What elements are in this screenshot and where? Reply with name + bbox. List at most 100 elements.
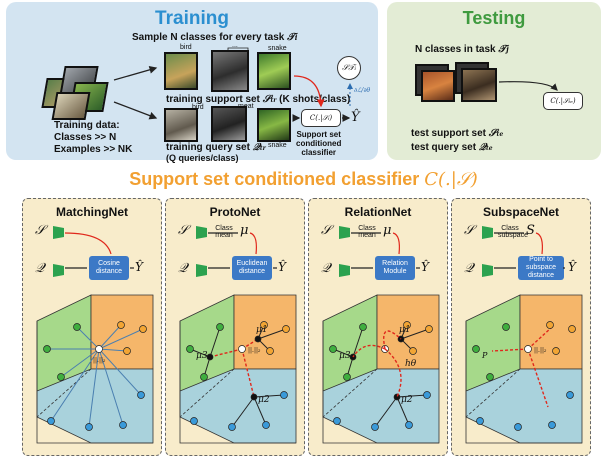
classifier-section-title: Support set conditioned classifier C(.|𝒮… bbox=[129, 169, 478, 190]
blue-point bbox=[371, 423, 379, 431]
points bbox=[472, 321, 576, 431]
aggregation-label: Class mean bbox=[358, 225, 376, 239]
green-point bbox=[359, 323, 367, 331]
flow-arrows bbox=[494, 232, 565, 269]
points bbox=[186, 321, 290, 431]
method-title: RelationNet bbox=[344, 205, 412, 219]
orange-point bbox=[260, 321, 268, 329]
sample-classes-text: Sample N classes for every task 𝒯i bbox=[132, 32, 298, 43]
method-title: SubspaceNet bbox=[482, 205, 560, 219]
encoder-support bbox=[339, 226, 350, 239]
prototype-member-line bbox=[209, 326, 221, 358]
support-image-bird bbox=[164, 52, 198, 90]
orange-point bbox=[117, 321, 125, 329]
query-image-monkey bbox=[211, 106, 247, 142]
query-to-support-line bbox=[98, 348, 142, 396]
embedding-cube bbox=[179, 294, 297, 444]
flow-arrows bbox=[208, 232, 277, 269]
support-symbol: 𝒮 bbox=[464, 223, 475, 238]
prototype-member-line bbox=[396, 396, 410, 426]
relation-curve bbox=[352, 344, 386, 358]
prototype-member-line bbox=[396, 394, 428, 398]
support-bracket bbox=[227, 47, 249, 50]
blue-point bbox=[85, 423, 93, 431]
prototype-symbol: μ bbox=[240, 223, 249, 238]
prototype-to-op-arrow bbox=[535, 232, 543, 255]
green-point bbox=[329, 345, 337, 353]
prototype-to-op-arrow bbox=[249, 232, 257, 255]
orange-point bbox=[403, 321, 411, 329]
prototype-member-line bbox=[257, 328, 287, 340]
support-to-op-arrow bbox=[64, 232, 112, 255]
query-to-support-line bbox=[98, 348, 128, 352]
orange-point bbox=[425, 325, 433, 333]
arrow-lines bbox=[189, 324, 287, 428]
query-set-label: training query set 𝒬tr bbox=[166, 142, 266, 153]
query-symbol: 𝒬 bbox=[321, 261, 331, 276]
encoder-support bbox=[196, 226, 207, 239]
green-point bbox=[502, 323, 510, 331]
test-image-front-2 bbox=[461, 68, 497, 102]
green-point bbox=[186, 345, 194, 353]
norm-label: ||.||₂ bbox=[248, 347, 261, 354]
arrow-lines bbox=[47, 324, 144, 428]
green-point bbox=[73, 323, 81, 331]
blue-point bbox=[47, 417, 55, 425]
classes-label: Classes >> N bbox=[54, 132, 117, 143]
operation-box: Euclidean distance bbox=[232, 256, 272, 280]
prototype-member-line bbox=[352, 326, 364, 358]
h-theta-label: hθ bbox=[405, 359, 417, 369]
distance-line bbox=[209, 348, 243, 358]
query-to-support-line bbox=[98, 328, 144, 350]
arrow-test-to-classifier bbox=[498, 81, 558, 91]
blue-point bbox=[476, 417, 484, 425]
aggregation-label: Class subspace bbox=[498, 225, 528, 239]
mu1-label: μ1 bbox=[399, 325, 411, 335]
cube-edge bbox=[179, 368, 235, 418]
cube-edge bbox=[322, 321, 439, 444]
prototype-member-line bbox=[253, 394, 285, 398]
img-label-bird: bird bbox=[180, 44, 192, 51]
classifier-caption: Support set conditioned classifier bbox=[296, 130, 342, 157]
mu3-label: μ3 bbox=[196, 351, 208, 361]
mu2-label: μ2 bbox=[401, 395, 413, 405]
blue-point bbox=[190, 417, 198, 425]
points bbox=[43, 321, 147, 431]
testing-arrows bbox=[498, 81, 558, 91]
relation-curve bbox=[384, 348, 402, 398]
query-point bbox=[238, 345, 246, 353]
encoder-query bbox=[339, 264, 350, 277]
training-output-symbol: Ŷ bbox=[351, 110, 360, 125]
relation-curve bbox=[383, 330, 402, 350]
prototype-member-line bbox=[253, 396, 267, 426]
projection-line bbox=[527, 326, 553, 350]
testing-title: Testing bbox=[462, 8, 526, 28]
output-symbol: Ŷ bbox=[135, 260, 143, 274]
support-symbol: 𝒮 bbox=[35, 223, 46, 238]
blue-point bbox=[137, 391, 145, 399]
query-to-support-line bbox=[98, 324, 122, 350]
embedding-cube bbox=[36, 294, 154, 444]
prototype-member-line bbox=[400, 328, 430, 340]
query-point bbox=[524, 345, 532, 353]
projection-line bbox=[527, 348, 549, 408]
mu3-label: μ3 bbox=[339, 351, 351, 361]
img-label-snake: snake bbox=[268, 45, 287, 52]
aggregation-label: Class mean bbox=[215, 225, 233, 239]
flow-arrows bbox=[64, 232, 134, 269]
arrow-to-query bbox=[113, 101, 158, 120]
query-point bbox=[95, 345, 103, 353]
subspace-p-label: P bbox=[482, 351, 488, 360]
green-point bbox=[57, 373, 65, 381]
orange-point bbox=[568, 325, 576, 333]
method-title: ProtoNet bbox=[209, 205, 261, 219]
operation-box: Cosine distance bbox=[89, 256, 129, 280]
blue-point bbox=[548, 421, 556, 429]
query-to-support-line bbox=[76, 326, 100, 350]
query-symbol: 𝒬 bbox=[178, 261, 188, 276]
flow-arrows bbox=[351, 232, 420, 398]
test-query-set-label: test query set 𝒬te bbox=[411, 142, 493, 153]
support-image-snake bbox=[257, 52, 291, 90]
prototype-symbol: μ bbox=[383, 223, 392, 238]
